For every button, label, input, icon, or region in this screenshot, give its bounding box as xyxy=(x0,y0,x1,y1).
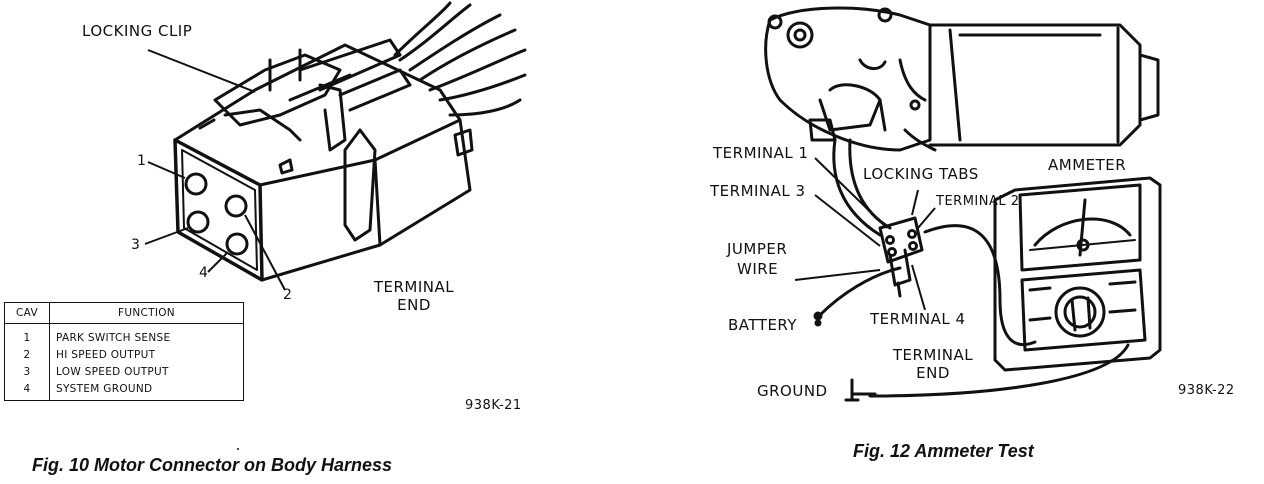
pin-number-3: 3 xyxy=(131,237,140,253)
table-row: 1 PARK SWITCH SENSE xyxy=(4,323,244,346)
table-row: 4 SYSTEM GROUND xyxy=(4,380,244,401)
ground-label: GROUND xyxy=(757,382,828,400)
jumper-wire-line-2: WIRE xyxy=(737,260,779,278)
caption-fig12: Fig. 12 Ammeter Test xyxy=(853,441,1034,461)
ammeter-test-illustration xyxy=(764,6,1162,402)
table-cell-cav: 2 xyxy=(4,346,50,363)
motor-connector-illustration xyxy=(144,1,527,450)
locking-clip-label: LOCKING CLIP xyxy=(82,22,193,40)
pin-number-4: 4 xyxy=(199,265,208,281)
terminal-3-label: TERMINAL 3 xyxy=(710,182,806,200)
table-header-row: CAV FUNCTION xyxy=(4,302,244,324)
locking-tabs-label: LOCKING TABS xyxy=(863,165,979,183)
terminal-end-line-1: TERMINAL xyxy=(373,278,455,296)
table-cell-function: HI SPEED OUTPUT xyxy=(49,346,244,363)
table-header-function: FUNCTION xyxy=(49,302,244,324)
terminal-end-label-fig12: TERMINAL END xyxy=(878,348,988,381)
terminal-1-label: TERMINAL 1 xyxy=(713,144,809,162)
table-header-cav: CAV xyxy=(4,302,50,324)
terminal-end-label-fig10: TERMINAL END xyxy=(364,280,464,313)
jumper-wire-label: JUMPER WIRE xyxy=(727,242,787,277)
table-row: 2 HI SPEED OUTPUT xyxy=(4,346,244,363)
terminal-end-line-2: END xyxy=(916,364,950,382)
table-cell-function: LOW SPEED OUTPUT xyxy=(49,363,244,380)
terminal-2-label: TERMINAL 2 xyxy=(936,194,1020,209)
terminal-end-line-2: END xyxy=(397,296,431,314)
terminal-end-line-1: TERMINAL xyxy=(892,346,974,364)
figure-code-fig12: 938K-22 xyxy=(1178,383,1235,398)
terminal-4-label: TERMINAL 4 xyxy=(870,310,966,328)
pin-number-2: 2 xyxy=(283,287,292,303)
table-cell-cav: 1 xyxy=(4,323,50,346)
table-cell-cav: 3 xyxy=(4,363,50,380)
jumper-wire-line-1: JUMPER xyxy=(727,240,788,258)
pin-number-1: 1 xyxy=(137,153,146,169)
ammeter-label: AMMETER xyxy=(1048,156,1127,174)
caption-fig10: Fig. 10 Motor Connector on Body Harness xyxy=(32,455,393,475)
table-cell-function: PARK SWITCH SENSE xyxy=(49,323,244,346)
table-cell-cav: 4 xyxy=(4,380,50,401)
table-cell-function: SYSTEM GROUND xyxy=(49,380,244,401)
cavity-function-table: CAV FUNCTION 1 PARK SWITCH SENSE 2 HI SP… xyxy=(4,302,244,401)
battery-label: BATTERY xyxy=(728,316,798,334)
figure-code-fig10: 938K-21 xyxy=(465,398,522,413)
table-row: 3 LOW SPEED OUTPUT xyxy=(4,363,244,380)
